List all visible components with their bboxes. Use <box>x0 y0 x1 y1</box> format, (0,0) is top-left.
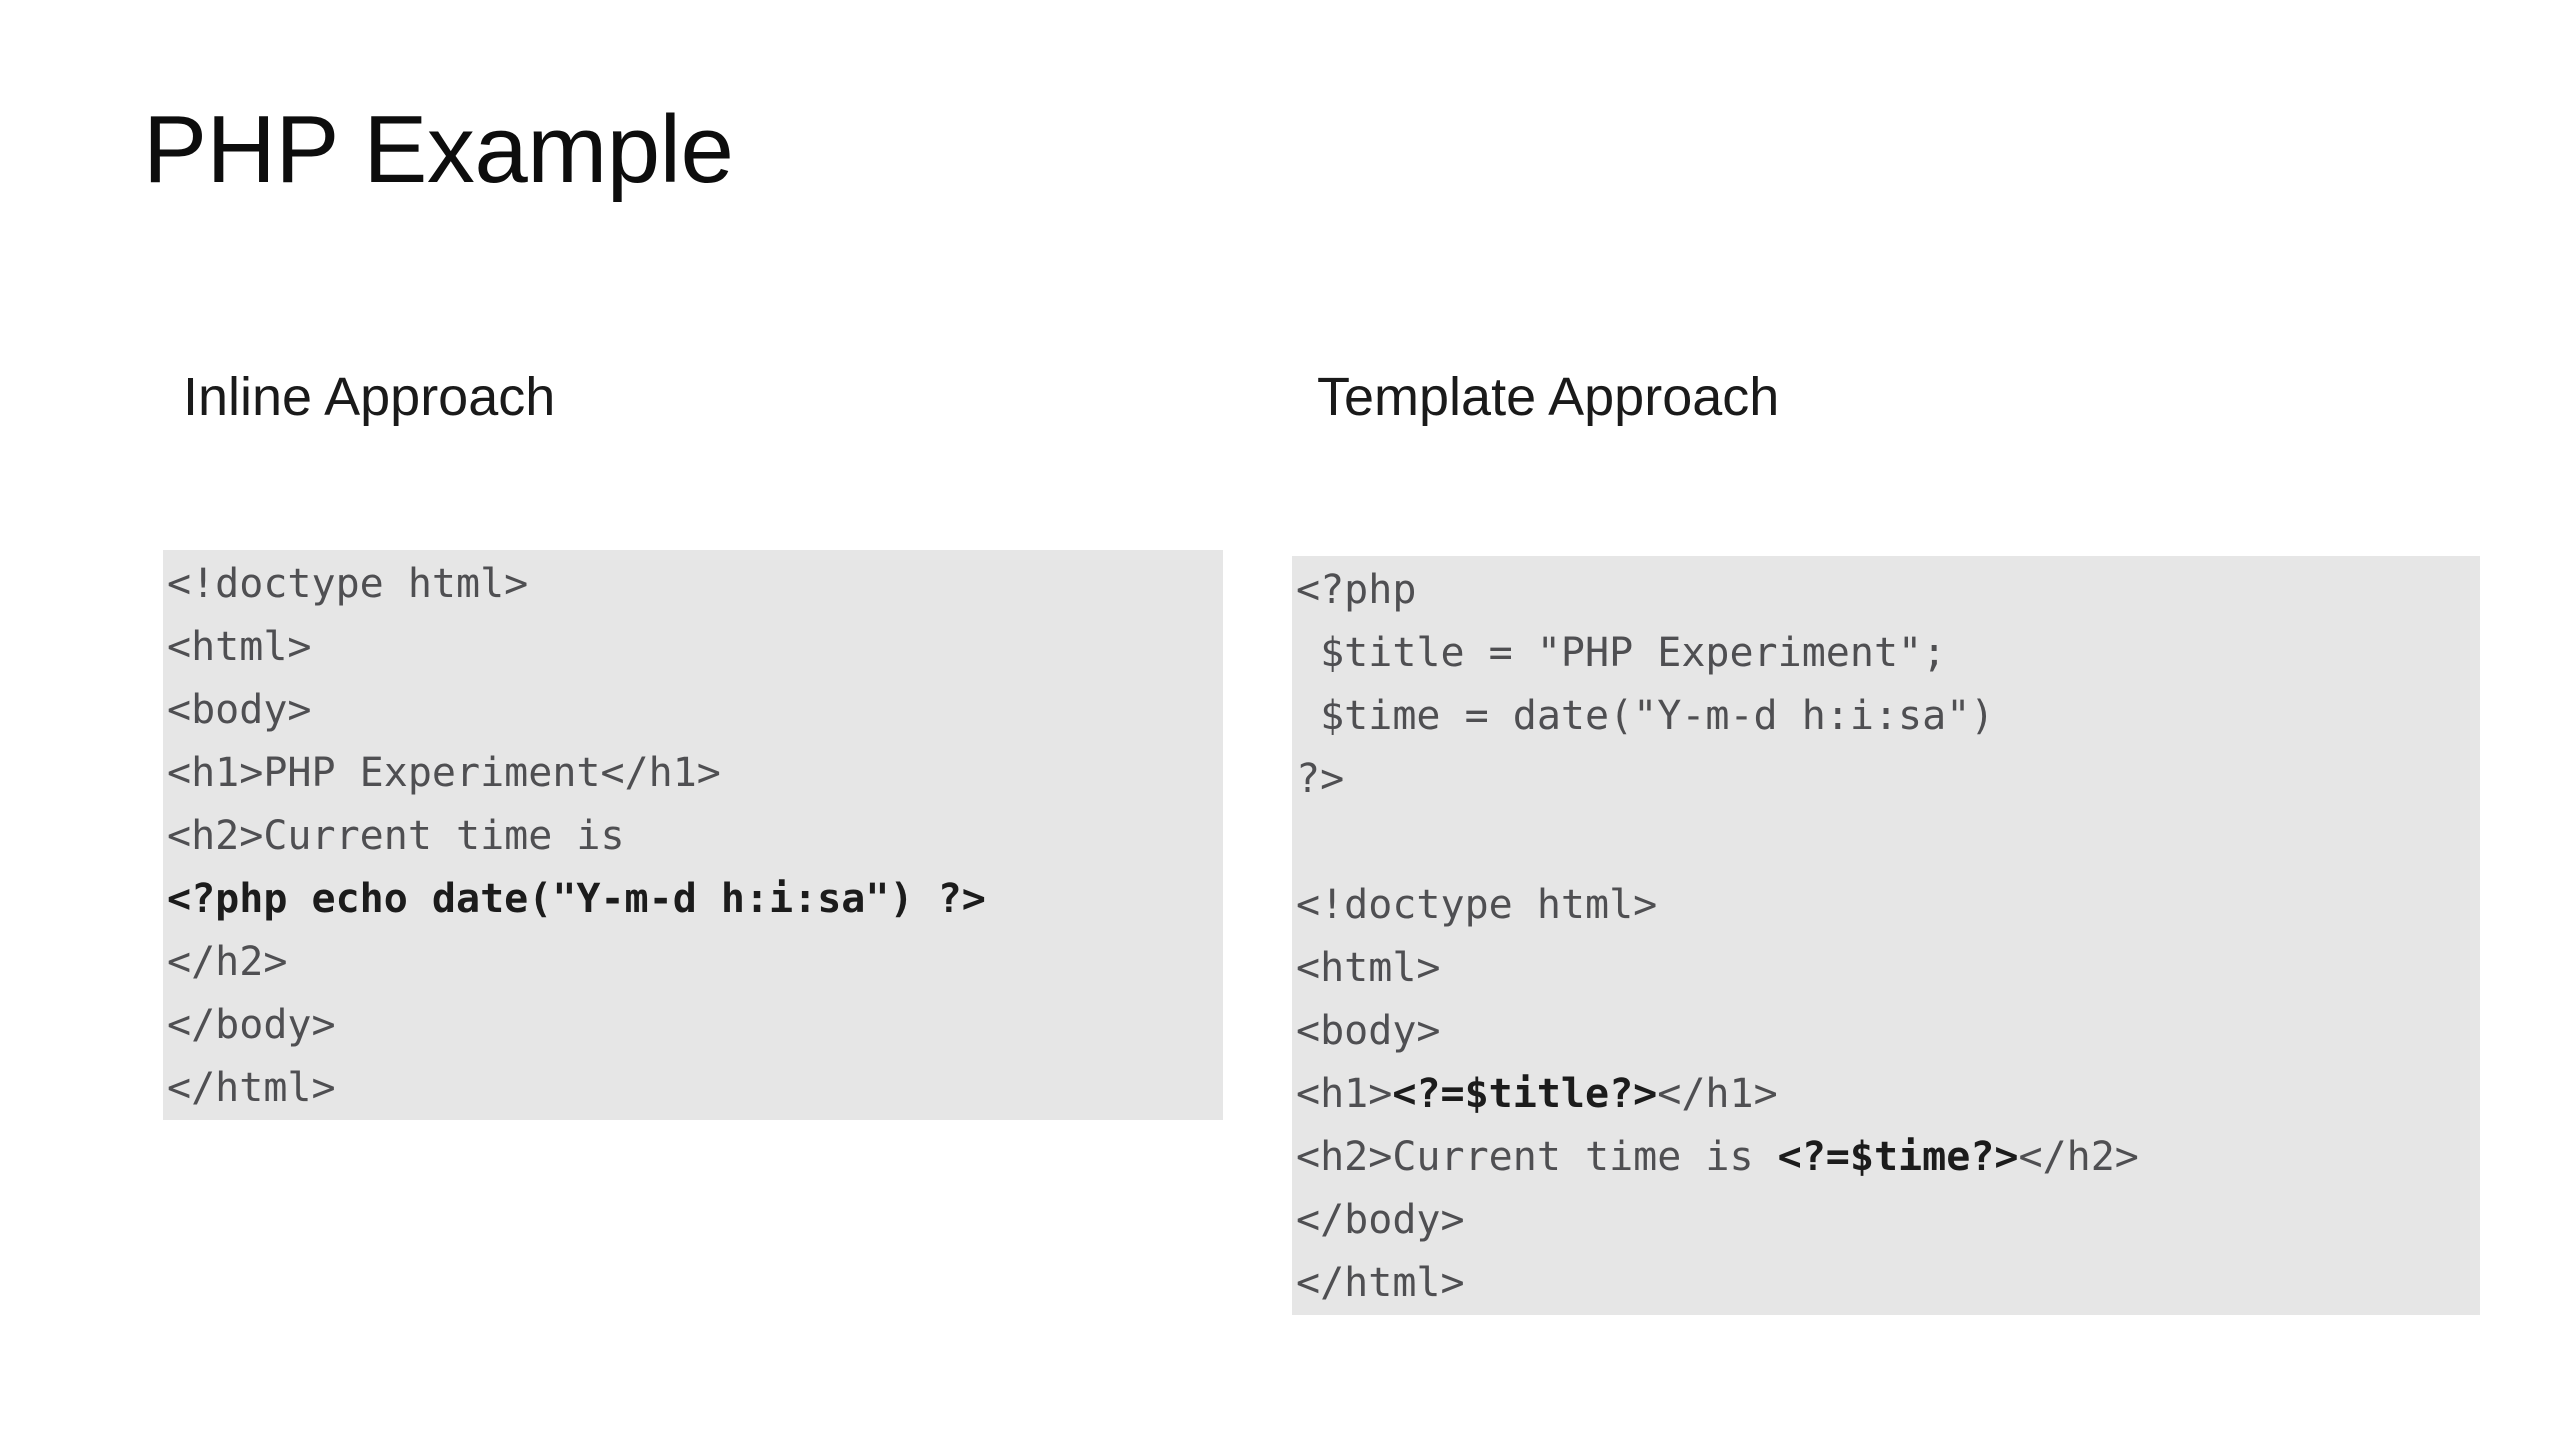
code-token: $time = date("Y-m-d h:i:sa") <box>1296 693 1995 739</box>
code-token-bold: <?php echo date("Y-m-d h:i:sa") ?> <box>167 876 986 922</box>
code-token: <html> <box>167 624 312 670</box>
code-token: </h2> <box>2018 1134 2139 1180</box>
code-token: <h1>PHP Experiment</h1> <box>167 750 721 796</box>
column-heading-inline: Inline Approach <box>183 367 556 427</box>
code-line: </body> <box>167 994 1223 1057</box>
code-token: </html> <box>167 1065 336 1111</box>
code-token: $title = "PHP Experiment"; <box>1296 630 1947 676</box>
code-token <box>1296 819 1320 865</box>
code-token: ?> <box>1296 756 1345 802</box>
code-line: ?> <box>1296 748 2480 811</box>
code-line: </html> <box>167 1057 1223 1120</box>
code-line <box>1296 811 2480 874</box>
code-line: <!doctype html> <box>167 553 1223 616</box>
code-token-bold: <?=$time?> <box>1777 1134 2019 1180</box>
column-heading-template: Template Approach <box>1317 367 1780 427</box>
code-line: </html> <box>1296 1252 2480 1315</box>
code-token: <body> <box>1296 1008 1441 1054</box>
code-line: </body> <box>1296 1189 2480 1252</box>
code-line: $time = date("Y-m-d h:i:sa") <box>1296 685 2480 748</box>
code-token: </body> <box>167 1002 336 1048</box>
code-block-inline: <!doctype html> <html> <body> <h1>PHP Exper… <box>163 550 1223 1120</box>
code-line: <body> <box>1296 1000 2480 1063</box>
code-token: <!doctype html> <box>1296 882 1658 928</box>
code-line: <html> <box>1296 937 2480 1000</box>
code-line: <!doctype html> <box>1296 874 2480 937</box>
code-line: <body> <box>167 679 1223 742</box>
page-title: PHP Example <box>143 96 734 203</box>
code-token: <html> <box>1296 945 1441 991</box>
code-line: <?php echo date("Y-m-d h:i:sa") ?> <box>167 868 1223 931</box>
code-token: </h1> <box>1657 1071 1778 1117</box>
code-token: <h2>Current time is <box>1296 1134 1778 1180</box>
code-line: <h2>Current time is <?=$time?></h2> <box>1296 1126 2480 1189</box>
code-line: <html> <box>167 616 1223 679</box>
code-line: $title = "PHP Experiment"; <box>1296 622 2480 685</box>
code-line: <h1><?=$title?></h1> <box>1296 1063 2480 1126</box>
code-line: <?php <box>1296 559 2480 622</box>
code-line: <h2>Current time is <box>167 805 1223 868</box>
code-token: </html> <box>1296 1260 1465 1306</box>
code-token: </h2> <box>167 939 288 985</box>
code-token: <!doctype html> <box>167 561 529 607</box>
code-line: <h1>PHP Experiment</h1> <box>167 742 1223 805</box>
code-token: <?php <box>1296 567 1417 613</box>
code-token: <h2>Current time is <box>167 813 625 859</box>
code-block-template: <?php $title = "PHP Experiment"; $time =… <box>1292 556 2480 1315</box>
code-token: <h1> <box>1296 1071 1393 1117</box>
code-token: </body> <box>1296 1197 1465 1243</box>
code-line: </h2> <box>167 931 1223 994</box>
code-token-bold: <?=$title?> <box>1392 1071 1658 1117</box>
code-token: <body> <box>167 687 312 733</box>
